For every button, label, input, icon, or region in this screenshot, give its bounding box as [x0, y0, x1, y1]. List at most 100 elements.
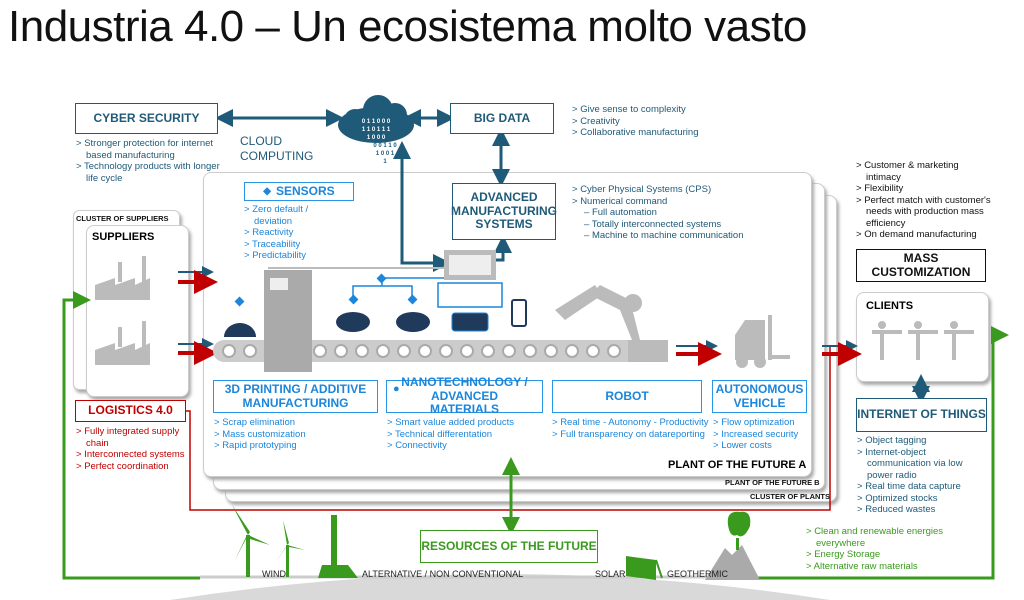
list-item: Cyber Physical Systems (CPS) — [572, 184, 812, 196]
suppliers-label: SUPPLIERS — [92, 231, 155, 243]
list-item: Interconnected systems — [76, 449, 194, 461]
logistics-list: Fully integrated supply chainInterconnec… — [76, 426, 194, 472]
slide-title: Industria 4.0 – Un ecosistema molto vast… — [8, 2, 807, 51]
cloud-icon — [338, 95, 414, 143]
advanced-manufacturing-box: ADVANCED MANUFACTURING SYSTEMS — [451, 183, 557, 240]
list-item: Reactivity — [244, 227, 344, 239]
list-item: Scrap elimination — [214, 417, 374, 429]
robot-list: Real time - Autonomy - ProductivityFull … — [552, 417, 717, 440]
sensors-list: Zero default / deviationReactivityTracea… — [244, 204, 344, 262]
list-item: Zero default / deviation — [244, 204, 344, 227]
binary-row: 1 0 0 0 — [366, 135, 386, 141]
internet-of-things-box: INTERNET OF THINGS — [856, 398, 987, 432]
logistics-box: LOGISTICS 4.0 — [75, 400, 186, 422]
list-item: Totally interconnected systems — [572, 219, 812, 231]
list-item: Real time data capture — [857, 481, 977, 493]
binary-row: 1 0 0 1 — [375, 151, 395, 157]
factory-icon — [95, 256, 150, 365]
cyber-security-box: CYBER SECURITY — [75, 103, 218, 134]
alternative-label: ALTERNATIVE / NON CONVENTIONAL — [362, 569, 524, 579]
3d-printing-box: 3D PRINTING / ADDITIVE MANUFACTURING — [213, 380, 378, 413]
cyber-security-list: Stronger protection for internet based m… — [76, 138, 226, 184]
clients-label: CLIENTS — [866, 300, 914, 312]
cluster-of-suppliers-label: CLUSTER OF SUPPLIERS — [76, 214, 169, 223]
geothermic-icon — [705, 511, 760, 580]
mass-customization-box: MASS CUSTOMIZATION — [856, 249, 986, 282]
wind-label: WIND — [262, 569, 286, 579]
cloud-label-line1: CLOUD — [240, 134, 283, 148]
phone-icon — [511, 299, 527, 327]
sensors-box: ◆ SENSORS — [244, 182, 354, 201]
green-loop-left — [62, 291, 200, 580]
conveyor-belt — [213, 340, 643, 362]
list-item: Traceability — [244, 239, 344, 251]
nanotechnology-list: Smart value added productsTechnical diff… — [387, 417, 542, 452]
list-item: Technical differentation — [387, 429, 542, 441]
solar-panel-icon — [626, 556, 663, 580]
list-item: Lower costs — [713, 440, 813, 452]
robot-arm-icon — [555, 285, 668, 362]
list-item: Reduced wastes — [857, 504, 977, 516]
list-item: Machine to machine communication — [572, 230, 812, 242]
list-item: Energy Storage — [806, 549, 956, 561]
ground — [170, 574, 830, 600]
computer-icon — [437, 250, 503, 308]
sensors-label: SENSORS — [276, 183, 335, 198]
resources-list: Clean and renewable energies everywhereE… — [806, 526, 956, 572]
list-item: Increased security — [713, 429, 813, 441]
logistics-line — [186, 345, 831, 511]
list-item: Stronger protection for internet based m… — [76, 138, 226, 161]
autonomous-vehicle-box: AUTONOMOUS VEHICLE — [712, 380, 807, 413]
list-item: Perfect coordination — [76, 461, 194, 473]
list-item: Object tagging — [857, 435, 977, 447]
binary-data: 0 1 1 0 0 0 1 1 0 1 1 1 1 0 0 0 0 0 1 1 0 1… — [346, 118, 406, 166]
cloud-computer-arrow — [393, 141, 451, 272]
nanotechnology-box: ●NANOTECHNOLOGY / ADVANCED MATERIALS — [386, 375, 543, 416]
solar-label: SOLAR — [595, 569, 626, 579]
binary-row: 0 1 1 0 0 0 — [361, 119, 391, 125]
list-item: Internet-object communication via low po… — [857, 447, 977, 482]
sensor-network — [352, 277, 445, 298]
list-item: Full transparency on datareporting — [552, 429, 717, 441]
forklift-icon — [735, 315, 790, 368]
drilling-rig-icon — [318, 515, 358, 578]
suppliers-card — [86, 225, 189, 397]
big-data-list: Give sense to complexityCreativityCollab… — [572, 104, 772, 139]
list-item: Numerical command — [572, 196, 812, 208]
nanotechnology-label: NANOTECHNOLOGY / ADVANCED MATERIALS — [401, 374, 528, 417]
product-dome — [224, 323, 256, 337]
list-item: Fully integrated supply chain — [76, 426, 194, 449]
iot-list: Object taggingInternet-object communicat… — [857, 435, 977, 516]
binary-row: 1 — [383, 159, 387, 165]
list-item: On demand manufacturing — [856, 229, 996, 241]
diamond-icon: ◆ — [263, 185, 271, 197]
list-item: Perfect match with customer's needs with… — [856, 195, 996, 230]
plant-a-label: PLANT OF THE FUTURE A — [668, 459, 807, 471]
list-item: Customer & marketing intimacy — [856, 160, 996, 183]
list-item: Give sense to complexity — [572, 104, 772, 116]
list-item: Mass customization — [214, 429, 374, 441]
binary-row: 1 1 0 1 1 1 — [361, 127, 391, 133]
cluster-of-plants-label: CLUSTER OF PLANTS — [750, 492, 830, 501]
clients-people-icon — [872, 321, 974, 360]
customer-list: Customer & marketing intimacyFlexibility… — [856, 160, 996, 241]
list-item: Creativity — [572, 116, 772, 128]
list-item: Flexibility — [856, 183, 996, 195]
plant-b-label: PLANT OF THE FUTURE B — [725, 478, 820, 487]
binary-row: 0 0 1 1 0 — [373, 143, 397, 149]
cloud-label-line2: COMPUTING — [240, 149, 314, 163]
list-item: Smart value added products — [387, 417, 542, 429]
advanced-manufacturing-list: Cyber Physical Systems (CPS)Numerical co… — [572, 184, 812, 242]
green-loop-right — [750, 326, 1009, 580]
list-item: Rapid prototyping — [214, 440, 374, 452]
list-item: Flow optimization — [713, 417, 813, 429]
robot-box: ROBOT — [552, 380, 702, 413]
resources-box: RESOURCES OF THE FUTURE — [420, 530, 598, 563]
geothermic-label: GEOTHERMIC — [667, 569, 729, 579]
list-item: Technology products with longer life cyc… — [76, 161, 226, 184]
list-item: Clean and renewable energies everywhere — [806, 526, 956, 549]
big-data-box: BIG DATA — [450, 103, 554, 134]
list-item: Optimized stocks — [857, 493, 977, 505]
